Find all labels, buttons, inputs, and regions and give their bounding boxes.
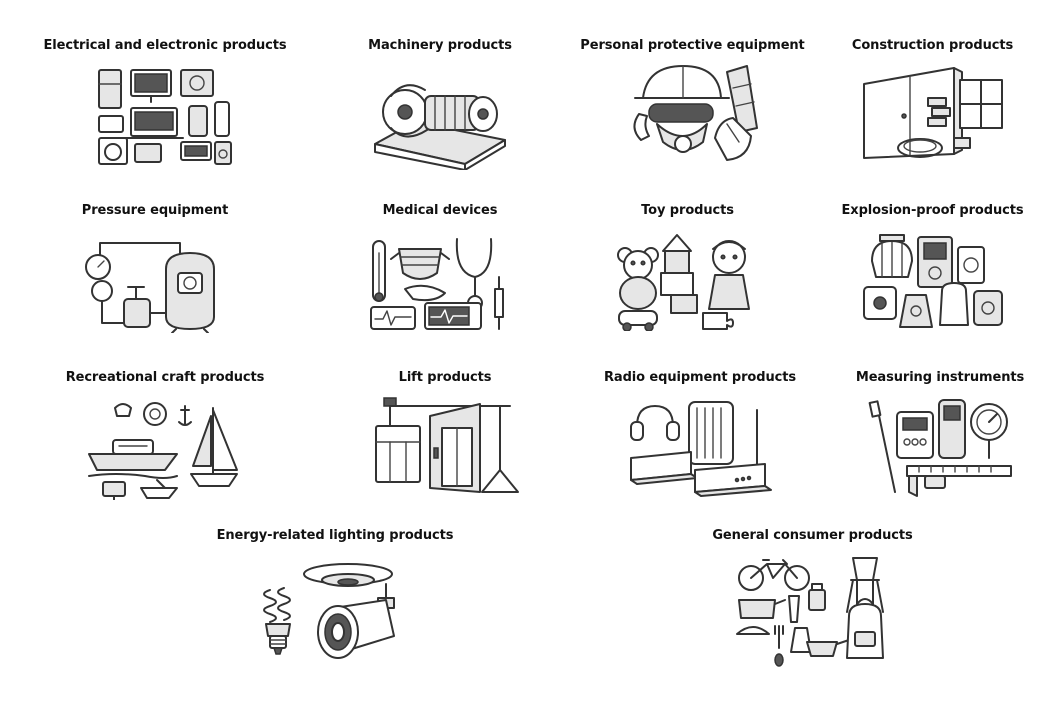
consumer-goods-icon <box>735 557 884 667</box>
electronics-icon <box>98 69 232 165</box>
category-label: Electrical and electronic products <box>43 38 287 53</box>
measuring-tools-icon <box>868 399 1012 497</box>
category-label: Recreational craft products <box>65 370 265 385</box>
category-label: Machinery products <box>368 38 512 53</box>
pressure-vessel-icon <box>85 242 215 333</box>
category-energy-lighting: Energy-related lighting products <box>200 528 470 678</box>
category-lift-products: Lift products <box>345 370 545 505</box>
explosion-proof-icon <box>862 234 1003 328</box>
category-radio-equipment: Radio equipment products <box>595 370 805 505</box>
toys-icon <box>616 234 750 331</box>
category-label: Personal protective equipment <box>580 38 805 53</box>
category-label: Energy-related lighting products <box>216 528 454 543</box>
category-pressure-equipment: Pressure equipment <box>60 203 250 338</box>
category-explosion-proof: Explosion-proof products <box>835 203 1030 338</box>
category-personal-protective-equipment: Personal protective equipment <box>570 38 815 168</box>
construction-icon <box>862 67 1003 159</box>
radio-router-icon <box>630 401 772 497</box>
category-label: Toy products <box>641 203 734 218</box>
category-electrical-electronic: Electrical and electronic products <box>20 38 310 168</box>
category-label: Construction products <box>851 38 1014 53</box>
category-label: Lift products <box>398 370 492 385</box>
category-toy-products: Toy products <box>590 203 785 338</box>
category-label: Medical devices <box>382 203 498 218</box>
protective-gear-icon <box>633 65 758 161</box>
category-label: Explosion-proof products <box>841 203 1024 218</box>
category-measuring-instruments: Measuring instruments <box>845 370 1035 505</box>
category-construction: Construction products <box>840 38 1025 168</box>
category-label: General consumer products <box>712 528 913 543</box>
category-medical-devices: Medical devices <box>345 203 535 338</box>
category-label: Measuring instruments <box>855 370 1025 385</box>
machinery-icon <box>374 84 506 170</box>
lighting-icon <box>263 563 395 659</box>
category-machinery: Machinery products <box>345 38 535 170</box>
medical-devices-icon <box>370 238 504 330</box>
category-label: Radio equipment products <box>604 370 796 385</box>
category-label: Pressure equipment <box>81 203 229 218</box>
boats-icon <box>88 402 238 500</box>
category-general-consumer: General consumer products <box>685 528 940 678</box>
elevator-icon <box>375 397 519 493</box>
category-recreational-craft: Recreational craft products <box>45 370 285 505</box>
